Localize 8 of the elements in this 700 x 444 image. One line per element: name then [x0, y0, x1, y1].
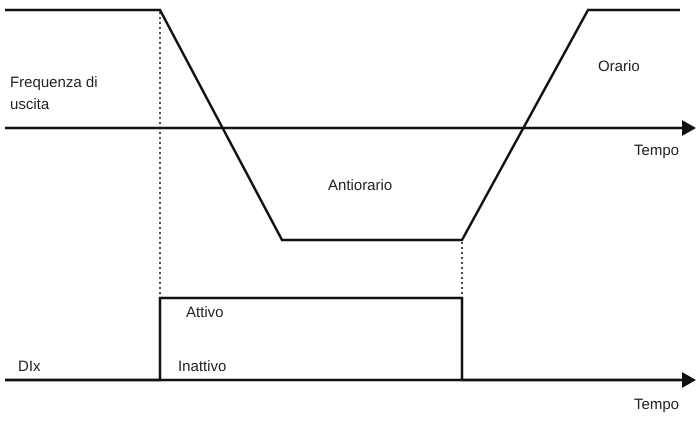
axis-label: Tempo — [634, 395, 680, 415]
axis-label: Tempo — [634, 141, 680, 161]
axis-label: Frequenza di uscita — [10, 73, 99, 115]
axis-label: Attivo — [186, 303, 224, 323]
axis-label: Orario — [598, 57, 640, 77]
axis-label: Antiorario — [328, 176, 392, 196]
axis-label: DIx — [18, 357, 40, 377]
axis-label: Inattivo — [178, 357, 226, 377]
